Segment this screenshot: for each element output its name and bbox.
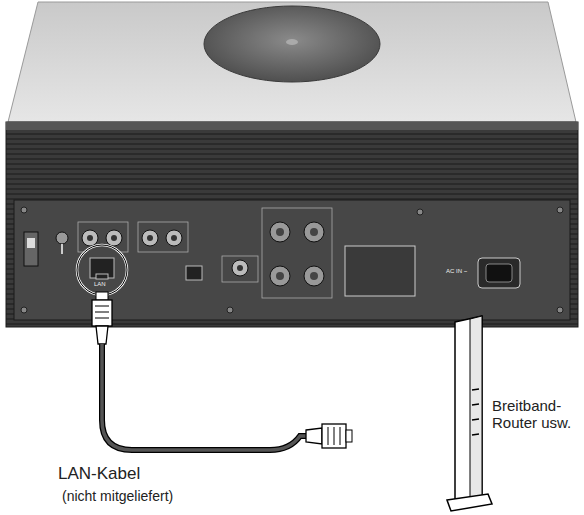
cable-label: LAN-Kabel [58,464,140,484]
cable-note: (nicht mitgeliefert) [62,488,173,504]
router-label: Breitband-Router usw. [492,397,580,432]
port-label: AC IN ~ [446,268,467,275]
port-label: LAN [94,281,106,288]
